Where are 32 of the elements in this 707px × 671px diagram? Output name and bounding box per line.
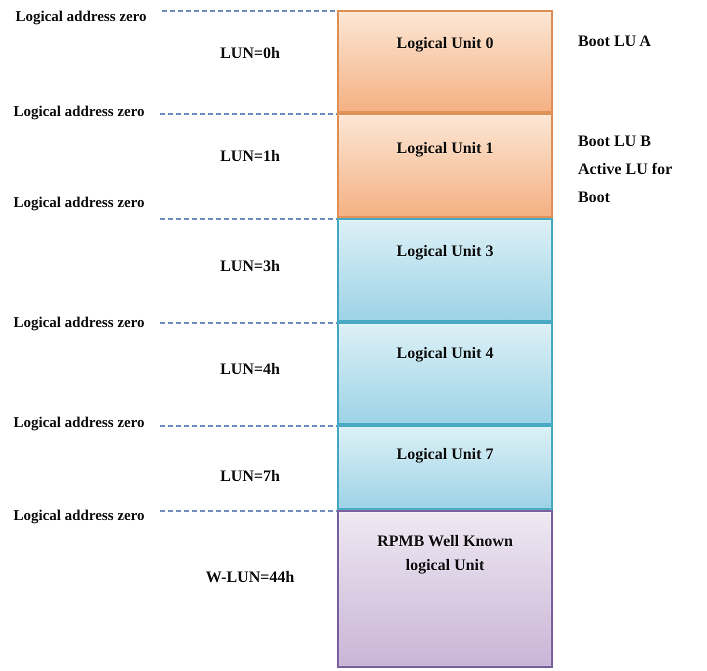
- logical-unit-box: [337, 510, 553, 668]
- unit-name: Logical Unit 7: [396, 445, 494, 465]
- lun-label: W-LUN=44h: [204, 568, 296, 588]
- logical-unit-box: [337, 425, 553, 510]
- boot-note: Boot LU B Active LU for Boot: [578, 132, 673, 208]
- address-label: Logical address zero: [4, 410, 154, 436]
- unit-name: Logical Unit 0: [396, 34, 494, 54]
- lun-label: LUN=7h: [219, 467, 281, 487]
- logical-unit-box: [337, 113, 553, 218]
- leader-line: [160, 113, 337, 115]
- leader-line: [160, 425, 337, 427]
- address-label: Logical address zero: [4, 310, 154, 336]
- logical-unit-box: [337, 218, 553, 322]
- lun-label: LUN=0h: [219, 44, 281, 64]
- lun-label: LUN=4h: [219, 360, 281, 380]
- leader-line: [160, 322, 337, 324]
- unit-name: Logical Unit 4: [396, 344, 494, 364]
- address-label: Logical address zero: [6, 4, 156, 30]
- boot-note: Boot LU A: [578, 32, 652, 52]
- unit-name: Logical Unit 1: [396, 139, 494, 159]
- leader-line: [162, 10, 337, 12]
- leader-line: [160, 510, 337, 512]
- address-label: Logical address zero: [4, 190, 154, 216]
- address-label: Logical address zero: [4, 99, 154, 125]
- logical-unit-box: [337, 322, 553, 425]
- lun-label: LUN=1h: [219, 147, 281, 167]
- lun-label: LUN=3h: [219, 257, 281, 277]
- logical-unit-box: [337, 10, 553, 113]
- unit-name: RPMB Well Known logical Unit: [376, 532, 514, 576]
- address-label: Logical address zero: [4, 503, 154, 529]
- unit-name: Logical Unit 3: [396, 242, 494, 262]
- leader-line: [160, 218, 337, 220]
